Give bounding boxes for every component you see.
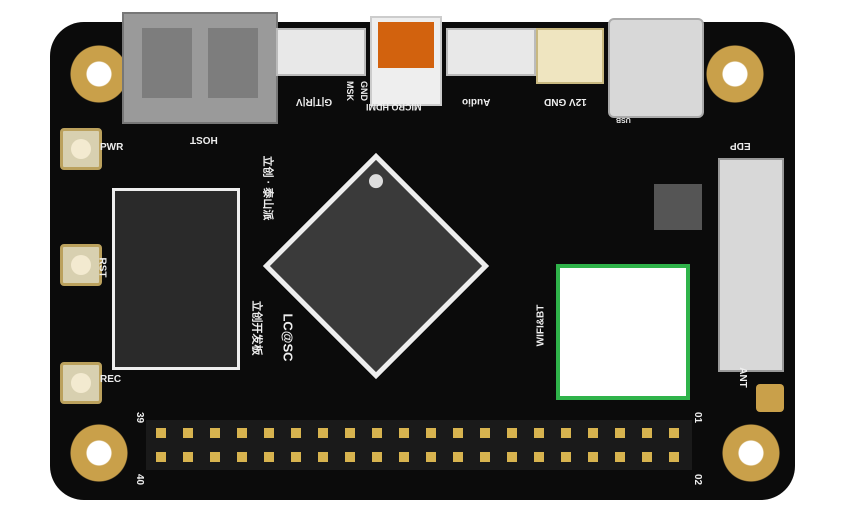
- usb-c-port[interactable]: [608, 18, 704, 118]
- pin02-label: 02: [692, 473, 704, 486]
- msk-label: MSK: [345, 81, 355, 101]
- header-pin: [588, 428, 598, 438]
- header-pin: [669, 428, 679, 438]
- header-pin: [210, 452, 220, 462]
- header-pin: [345, 452, 355, 462]
- header-pin: [237, 428, 247, 438]
- header-pin: [426, 428, 436, 438]
- uart-label: G|T|R|V: [296, 96, 333, 107]
- antenna-connector[interactable]: [756, 384, 784, 412]
- header-pin: [669, 452, 679, 462]
- uart-connector[interactable]: [276, 28, 366, 76]
- header-pin: [507, 452, 517, 462]
- lcsc-logo: LC@SC: [280, 313, 296, 362]
- header-pin: [480, 428, 490, 438]
- header-pin: [534, 428, 544, 438]
- edp-connector[interactable]: [718, 158, 784, 372]
- header-pin: [534, 452, 544, 462]
- mounting-hole: [722, 424, 780, 482]
- brand-label: 立创 · 泰山派: [261, 155, 274, 221]
- header-pin: [399, 428, 409, 438]
- header-pin: [615, 452, 625, 462]
- header-pin: [453, 452, 463, 462]
- gpio-header[interactable]: [146, 420, 692, 470]
- header-pin: [399, 452, 409, 462]
- rst-label: RST: [96, 257, 108, 278]
- header-pin: [183, 452, 193, 462]
- header-pin: [318, 452, 328, 462]
- reset-button[interactable]: [60, 244, 102, 286]
- header-pin: [156, 428, 166, 438]
- micro-hdmi-port[interactable]: [370, 16, 442, 106]
- header-pin: [291, 428, 301, 438]
- header-pin: [156, 452, 166, 462]
- inductor: [654, 184, 702, 230]
- edp-label: EDP: [730, 140, 751, 151]
- wifi-label: WIFI&BT: [535, 304, 547, 347]
- header-pin: [588, 452, 598, 462]
- header-pin: [237, 452, 247, 462]
- audio-connector[interactable]: [446, 28, 536, 76]
- pin01-label: 01: [692, 411, 704, 424]
- header-pin: [264, 428, 274, 438]
- header-pin: [480, 452, 490, 462]
- wifi-bt-module: [556, 264, 690, 400]
- mounting-hole: [70, 424, 128, 482]
- header-pin: [561, 452, 571, 462]
- ant-label: ANT: [736, 367, 748, 388]
- header-pin: [507, 428, 517, 438]
- header-pin: [453, 428, 463, 438]
- rec-label: REC: [100, 374, 122, 385]
- audio-label: Audio: [462, 96, 491, 107]
- header-pin: [642, 452, 652, 462]
- host-label: HOST: [190, 134, 218, 145]
- recovery-button[interactable]: [60, 362, 102, 404]
- mounting-hole: [70, 45, 128, 103]
- mounting-hole: [706, 45, 764, 103]
- header-pin: [291, 452, 301, 462]
- header-pin: [372, 428, 382, 438]
- header-pin: [372, 452, 382, 462]
- pin40-label: 40: [134, 473, 146, 486]
- gnd-label: GND: [359, 81, 369, 101]
- power-connector[interactable]: [536, 28, 604, 84]
- micro-hdmi-label: MICRO HDMI: [366, 102, 422, 112]
- power-label: 12V GND: [544, 96, 587, 107]
- devboard-label: 立创开发板: [250, 300, 263, 356]
- memory-chip: [112, 188, 240, 370]
- usb-label: USB: [616, 116, 631, 123]
- header-pin: [642, 428, 652, 438]
- header-pin: [426, 452, 436, 462]
- pwr-label: PWR: [100, 142, 124, 153]
- header-pin: [615, 428, 625, 438]
- header-pin: [183, 428, 193, 438]
- power-button[interactable]: [60, 128, 102, 170]
- header-pin: [210, 428, 220, 438]
- header-pin: [561, 428, 571, 438]
- header-pin: [264, 452, 274, 462]
- pin39-label: 39: [134, 411, 146, 424]
- usb-host-port[interactable]: [122, 12, 278, 124]
- header-pin: [345, 428, 355, 438]
- header-pin: [318, 428, 328, 438]
